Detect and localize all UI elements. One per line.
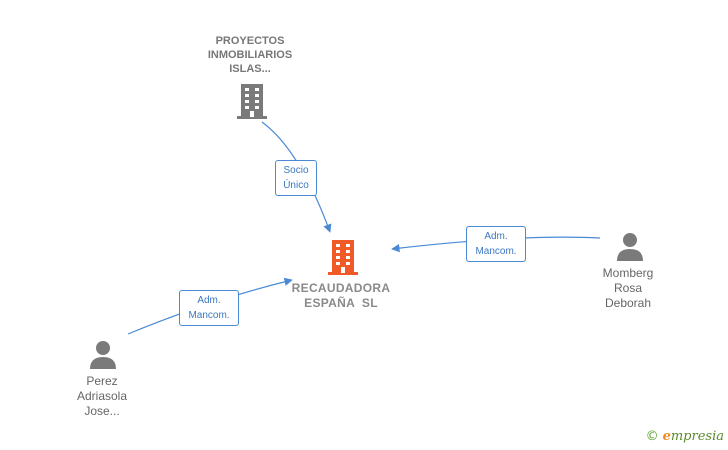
node-perez-label: Perez Adriasola Jose...	[54, 374, 150, 419]
label-line: PROYECTOS	[215, 35, 285, 47]
badge-line: Único	[283, 180, 309, 191]
person-icon[interactable]	[615, 232, 645, 262]
label-line: ESPAÑA SL	[304, 296, 378, 310]
brand-watermark: ©empresia	[646, 429, 724, 444]
brand-name-rest: mpresia	[670, 429, 724, 444]
focus-building-icon[interactable]	[327, 240, 359, 276]
label-line: Jose...	[84, 404, 120, 418]
badge-line: Socio	[283, 165, 309, 176]
label-line: RECAUDADORA	[291, 281, 391, 295]
label-line: Momberg	[602, 266, 654, 280]
node-proyectos-label: PROYECTOS INMOBILIARIOS ISLAS...	[180, 34, 320, 76]
building-icon[interactable]	[236, 84, 268, 120]
label-line: Deborah	[604, 296, 652, 310]
label-line: ISLAS...	[229, 63, 271, 75]
label-line: Perez	[86, 374, 118, 388]
badge-line: Mancom.	[188, 310, 230, 321]
person-icon[interactable]	[88, 340, 118, 370]
copyright-icon: ©	[645, 429, 659, 444]
label-line: Rosa	[613, 281, 642, 295]
node-momberg-label: Momberg Rosa Deborah	[580, 266, 676, 311]
label-line: Adriasola	[76, 389, 128, 403]
label-line: INMOBILIARIOS	[207, 49, 293, 61]
edge-badge-adm-mancom-right[interactable]: Adm. Mancom.	[466, 226, 526, 262]
badge-line: Adm.	[484, 231, 508, 242]
brand-e-letter: e	[662, 429, 671, 444]
edge-badge-adm-mancom-left[interactable]: Adm. Mancom.	[179, 290, 239, 326]
edge-badge-socio-unico[interactable]: Socio Único	[275, 160, 317, 196]
badge-line: Mancom.	[475, 246, 517, 257]
node-recaudadora-label: RECAUDADORA ESPAÑA SL	[276, 281, 406, 311]
badge-line: Adm.	[197, 295, 221, 306]
